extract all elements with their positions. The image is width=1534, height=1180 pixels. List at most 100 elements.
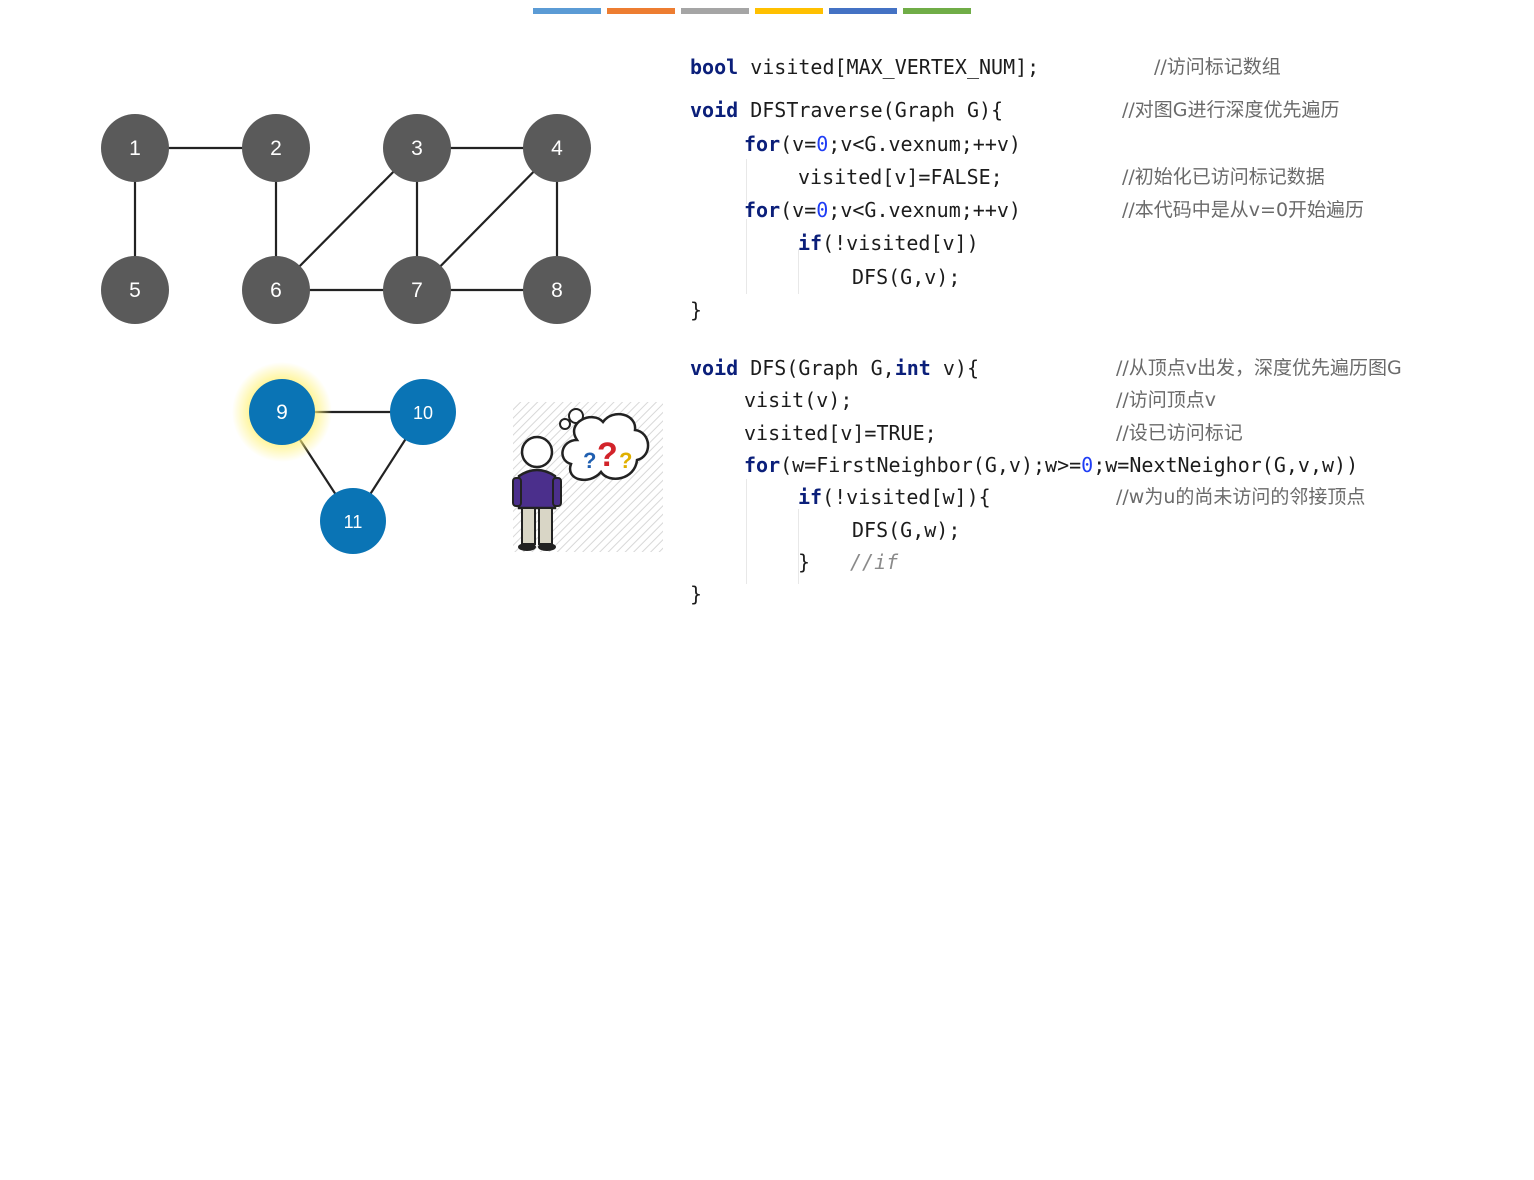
code-text: visit(v);	[744, 388, 853, 412]
code-text: }	[798, 550, 811, 574]
code-comment: //从顶点v出发，深度优先遍历图G	[1116, 357, 1402, 379]
graph-node-8: 8	[523, 256, 591, 324]
graph-node-4: 4	[523, 114, 591, 182]
code-line-2: void DFSTraverse(Graph G){	[690, 95, 1003, 125]
code-comment: //对图G进行深度优先遍历	[1122, 99, 1340, 121]
graph-node-label: 6	[270, 279, 282, 302]
color-bar	[681, 8, 749, 14]
graph-node-7: 7	[383, 256, 451, 324]
graph-node-label: 2	[270, 137, 282, 160]
graph-node-label: 1	[129, 137, 141, 160]
graph-node-label: 5	[129, 279, 141, 302]
code-keyword: if	[798, 485, 823, 509]
code-text: ;v<G.vexnum;++v)	[828, 198, 1021, 222]
code-number: 0	[816, 198, 829, 222]
graph-node-circle	[101, 256, 169, 324]
graph-node-circle	[249, 379, 315, 445]
code-keyword: void	[690, 356, 739, 380]
code-line-4: visited[v]=FALSE;	[798, 162, 1003, 192]
code-text: v){	[930, 356, 980, 380]
code-text: }	[690, 298, 703, 322]
code-line-8: }	[690, 295, 702, 325]
code-keyword: for	[744, 453, 781, 477]
code-line-13: if(!visited[w]){	[798, 482, 991, 512]
color-bar	[607, 8, 675, 14]
code-keyword: for	[744, 198, 781, 222]
code-text: ;w=NextNeighor(G,v,w))	[1093, 453, 1359, 477]
code-keyword: if	[798, 231, 823, 255]
code-block: bool visited[MAX_VERTEX_NUM]; //访问标记数组 v…	[690, 52, 1402, 1180]
graph-node-circle	[383, 114, 451, 182]
code-line-3: for(v=0;v<G.vexnum;++v)	[744, 129, 1021, 159]
code-text: ;v<G.vexnum;++v)	[828, 132, 1021, 156]
code-line-6: if(!visited[v])	[798, 228, 979, 258]
graph-node-circle	[320, 488, 386, 554]
code-comment: //访问标记数组	[1154, 56, 1281, 78]
code-line-16: }	[690, 579, 702, 609]
code-comment: //设已访问标记	[1116, 422, 1243, 444]
graph-node-label: 7	[411, 279, 423, 302]
code-line-15: }	[798, 547, 810, 577]
graph-node-3: 3	[383, 114, 451, 182]
graph-diagram: 1 2 3 4 5 6 7 8 9 10 11	[101, 114, 591, 554]
code-text: visited[v]=FALSE;	[798, 165, 1003, 189]
graph-node-label: 4	[551, 137, 563, 160]
code-comment: //初始化已访问标记数据	[1122, 166, 1325, 188]
confused-person-icon: ? ? ?	[512, 402, 663, 552]
code-line-5: for(v=0;v<G.vexnum;++v)	[744, 195, 1021, 225]
code-line-7: DFS(G,v);	[852, 262, 960, 292]
graph-node-10: 10	[390, 379, 456, 445]
code-comment: //访问顶点v	[1116, 389, 1217, 411]
graph-node-circle	[383, 256, 451, 324]
code-text: DFS(G,w);	[852, 518, 961, 542]
graph-node-label: 11	[344, 512, 363, 532]
code-keyword: int	[894, 356, 931, 380]
graph-node-9: 9	[232, 362, 332, 462]
graph-node-circle	[101, 114, 169, 182]
code-text: visited[MAX_VERTEX_NUM];	[738, 55, 1040, 79]
code-text: (v=	[780, 198, 817, 222]
graph-node-1: 1	[101, 114, 169, 182]
code-comment: //if	[850, 550, 899, 574]
code-text: DFS(G,v);	[852, 265, 961, 289]
code-line-11: visited[v]=TRUE;	[744, 418, 937, 448]
graph-node-label: 8	[551, 279, 563, 302]
code-line-10: visit(v);	[744, 385, 852, 415]
code-text: (!visited[w]){	[822, 485, 991, 509]
graph-node-circle	[523, 114, 591, 182]
graph-node-11: 11	[320, 488, 386, 554]
code-text: (v=	[780, 132, 817, 156]
code-text: (!visited[v])	[822, 231, 979, 255]
code-keyword: bool	[690, 55, 739, 79]
code-line-12: for(w=FirstNeighbor(G,v);w>=0;w=NextNeig…	[744, 450, 1358, 480]
code-text: DFS(Graph G,	[738, 356, 895, 380]
code-keyword: void	[690, 98, 739, 122]
graph-node-label: 10	[413, 403, 433, 423]
graph-node-2: 2	[242, 114, 310, 182]
code-text: DFSTraverse(Graph G){	[738, 98, 1004, 122]
color-bar-strip	[533, 8, 971, 14]
graph-node-circle	[242, 256, 310, 324]
graph-node-5: 5	[101, 256, 169, 324]
code-number: 0	[816, 132, 829, 156]
code-text: }	[690, 582, 703, 606]
svg-text:?: ?	[619, 448, 632, 473]
code-line-1: bool visited[MAX_VERTEX_NUM];	[690, 52, 1039, 82]
code-line-14: DFS(G,w);	[852, 515, 960, 545]
code-comment: //本代码中是从v=0开始遍历	[1122, 199, 1365, 221]
color-bar	[755, 8, 823, 14]
color-bar	[533, 8, 601, 14]
graph-node-label: 3	[411, 137, 423, 160]
svg-text:?: ?	[583, 448, 596, 473]
code-text: visited[v]=TRUE;	[744, 421, 937, 445]
code-line-9: void DFS(Graph G,int v){	[690, 353, 979, 383]
code-comment: //w为u的尚未访问的邻接顶点	[1116, 486, 1366, 508]
svg-text:?: ?	[597, 436, 618, 474]
code-text: (w=FirstNeighbor(G,v);w>=	[780, 453, 1082, 477]
graph-node-circle	[242, 114, 310, 182]
graph-node-circle	[523, 256, 591, 324]
color-bar	[903, 8, 971, 14]
graph-node-circle	[390, 379, 456, 445]
color-bar	[829, 8, 897, 14]
code-number: 0	[1081, 453, 1094, 477]
